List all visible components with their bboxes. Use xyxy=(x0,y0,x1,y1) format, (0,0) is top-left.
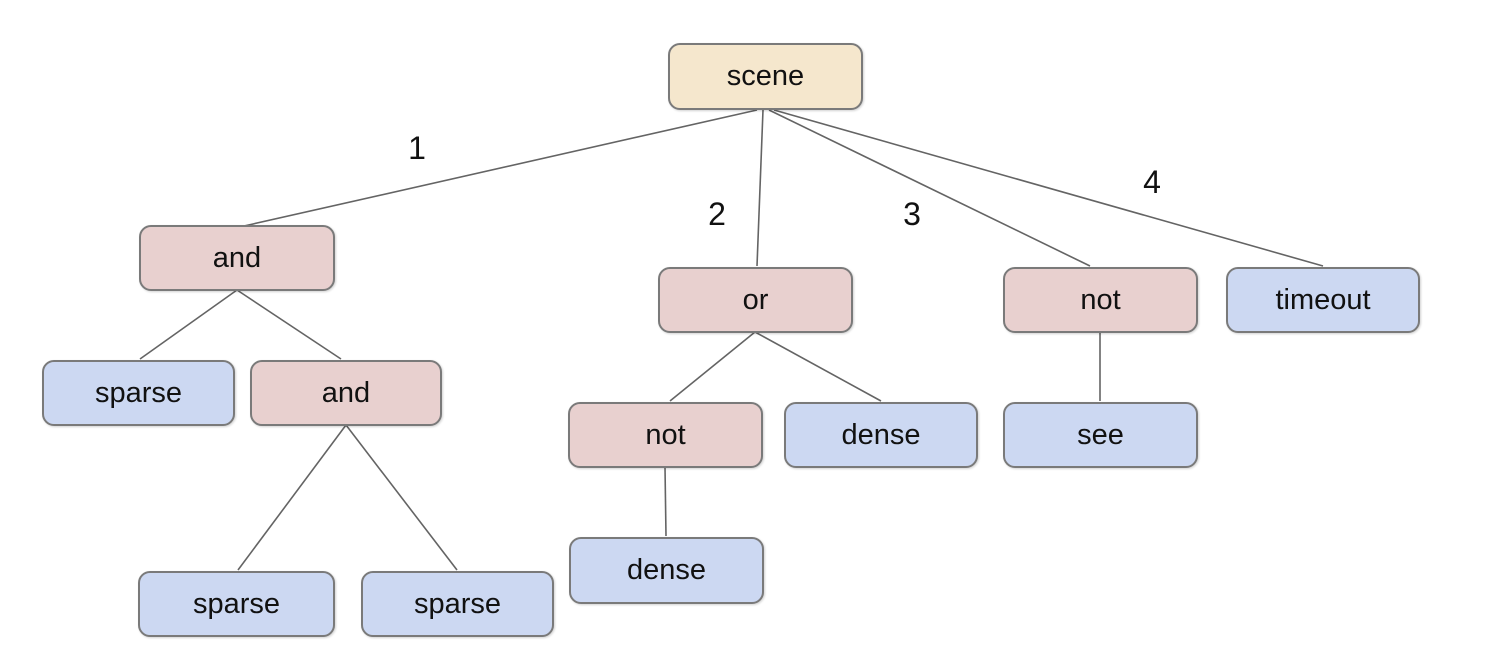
node-sparse-bottom-left: sparse xyxy=(138,571,335,637)
node-and-outer: and xyxy=(139,225,335,291)
edge-scene-or xyxy=(756,109,764,267)
node-sparse-left: sparse xyxy=(42,360,235,426)
node-and-inner: and xyxy=(250,360,442,426)
edge-and2-sparse-left xyxy=(237,424,347,571)
edge-label-2: 2 xyxy=(708,196,726,232)
edge-not-dense xyxy=(664,466,667,537)
node-see: see xyxy=(1003,402,1198,468)
edge-scene-timeout xyxy=(773,109,1324,267)
node-scene: scene xyxy=(668,43,863,110)
node-dense-under-or: dense xyxy=(784,402,978,468)
edge-scene-and xyxy=(243,109,758,227)
edge-label-1: 1 xyxy=(408,130,426,166)
edge-and-and xyxy=(236,289,342,360)
node-timeout: timeout xyxy=(1226,267,1420,333)
edge-and-sparse xyxy=(139,289,238,360)
edge-or-dense xyxy=(754,331,882,402)
edge-or-not xyxy=(669,331,756,402)
node-not-under-or: not xyxy=(568,402,763,468)
node-not-top: not xyxy=(1003,267,1198,333)
node-dense-bottom: dense xyxy=(569,537,764,604)
edge-scene-not xyxy=(768,109,1091,267)
edge-label-4: 4 xyxy=(1143,164,1161,200)
edge-label-3: 3 xyxy=(903,196,921,232)
node-sparse-bottom-right: sparse xyxy=(361,571,554,637)
edge-and2-sparse-right xyxy=(345,424,458,571)
node-or: or xyxy=(658,267,853,333)
